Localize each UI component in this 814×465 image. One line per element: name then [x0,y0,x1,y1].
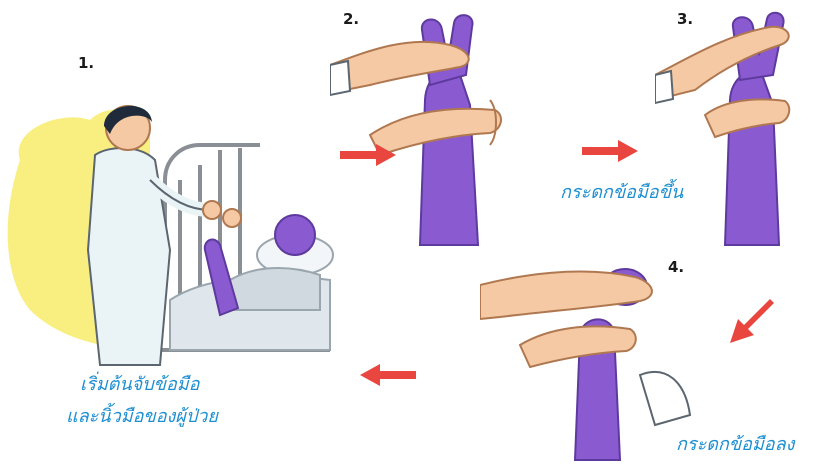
step-2-number: 2. [343,10,359,28]
scene-3-wrist-flex-up-illustration [655,5,814,250]
scene-4-wrist-flex-down-illustration [480,255,700,465]
red-arrow-icon [358,362,418,388]
red-arrow-icon [580,138,640,164]
caption-start-line1: เริ่มต้นจับข้อมือ [80,372,199,398]
step-4-number: 4. [668,258,684,276]
caption-flex-up: กระดกข้อมือขึ้น [560,180,683,206]
step-1-number: 1. [78,54,94,72]
step-3-number: 3. [677,10,693,28]
scene-1-nurse-patient-illustration [0,50,340,380]
red-arrow-icon [338,142,398,168]
scene-2-hand-hold-illustration [330,5,530,250]
caption-flex-down: กระดกข้อมือลง [676,432,794,458]
red-arrow-icon [722,295,776,349]
caption-start-line2: และนิ้วมือของผู้ป่วย [66,404,218,430]
